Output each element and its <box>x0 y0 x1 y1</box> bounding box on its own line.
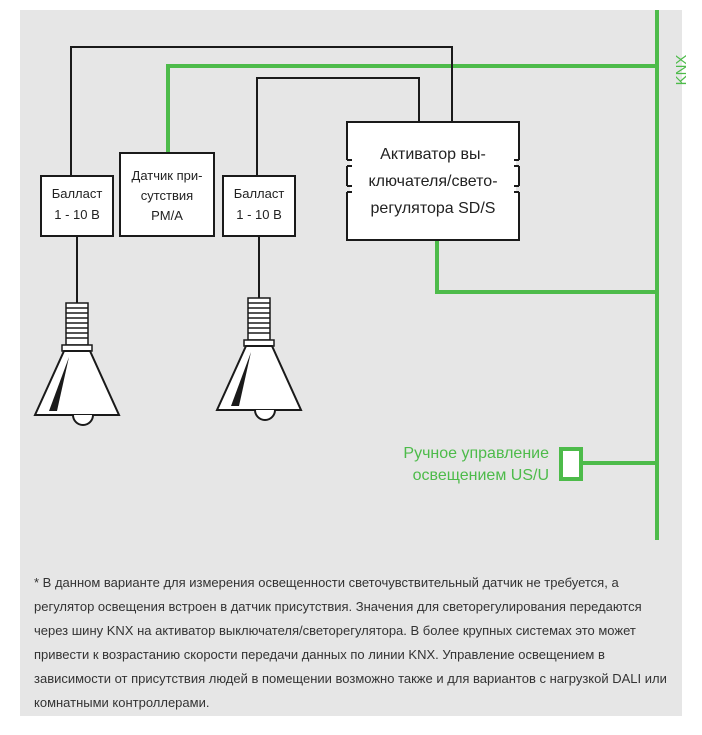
actuator-bus-wire <box>435 240 657 294</box>
footnote-text: * В данном варианте для измерения освеще… <box>34 575 667 710</box>
manual-control-label-1: Ручное управление <box>403 445 549 462</box>
manual-control-label-2: освещением US/U <box>413 467 549 484</box>
ballast1-label-1: Балласт <box>52 186 103 201</box>
ballast1-load-wire <box>70 46 453 176</box>
ballast2-label-1: Балласт <box>234 186 285 201</box>
ballast2-label-2: 1 - 10 В <box>236 207 282 222</box>
sensor-label-1: Датчик при- <box>132 168 203 183</box>
manual-control-box <box>559 447 583 481</box>
knx-bus-label: KNX <box>673 55 690 86</box>
sensor-label-2: сутствия <box>141 188 193 203</box>
actuator-box <box>346 121 520 241</box>
ballast2-load-wire <box>256 77 420 176</box>
ballast1-box <box>40 175 114 237</box>
presence-sensor-box <box>119 152 215 237</box>
lamp-icon <box>33 302 121 426</box>
sensor-bus-wire <box>166 64 657 153</box>
sensor-label-3: PM/A <box>151 208 183 223</box>
actuator-label-2: ключателя/свето- <box>368 173 497 190</box>
lamp-icon <box>215 297 303 421</box>
ballast1-label-2: 1 - 10 В <box>54 207 100 222</box>
actuator-label-1: Активатор вы- <box>380 146 486 163</box>
actuator-label-3: регулятора SD/S <box>371 200 496 217</box>
ballast2-box <box>222 175 296 237</box>
